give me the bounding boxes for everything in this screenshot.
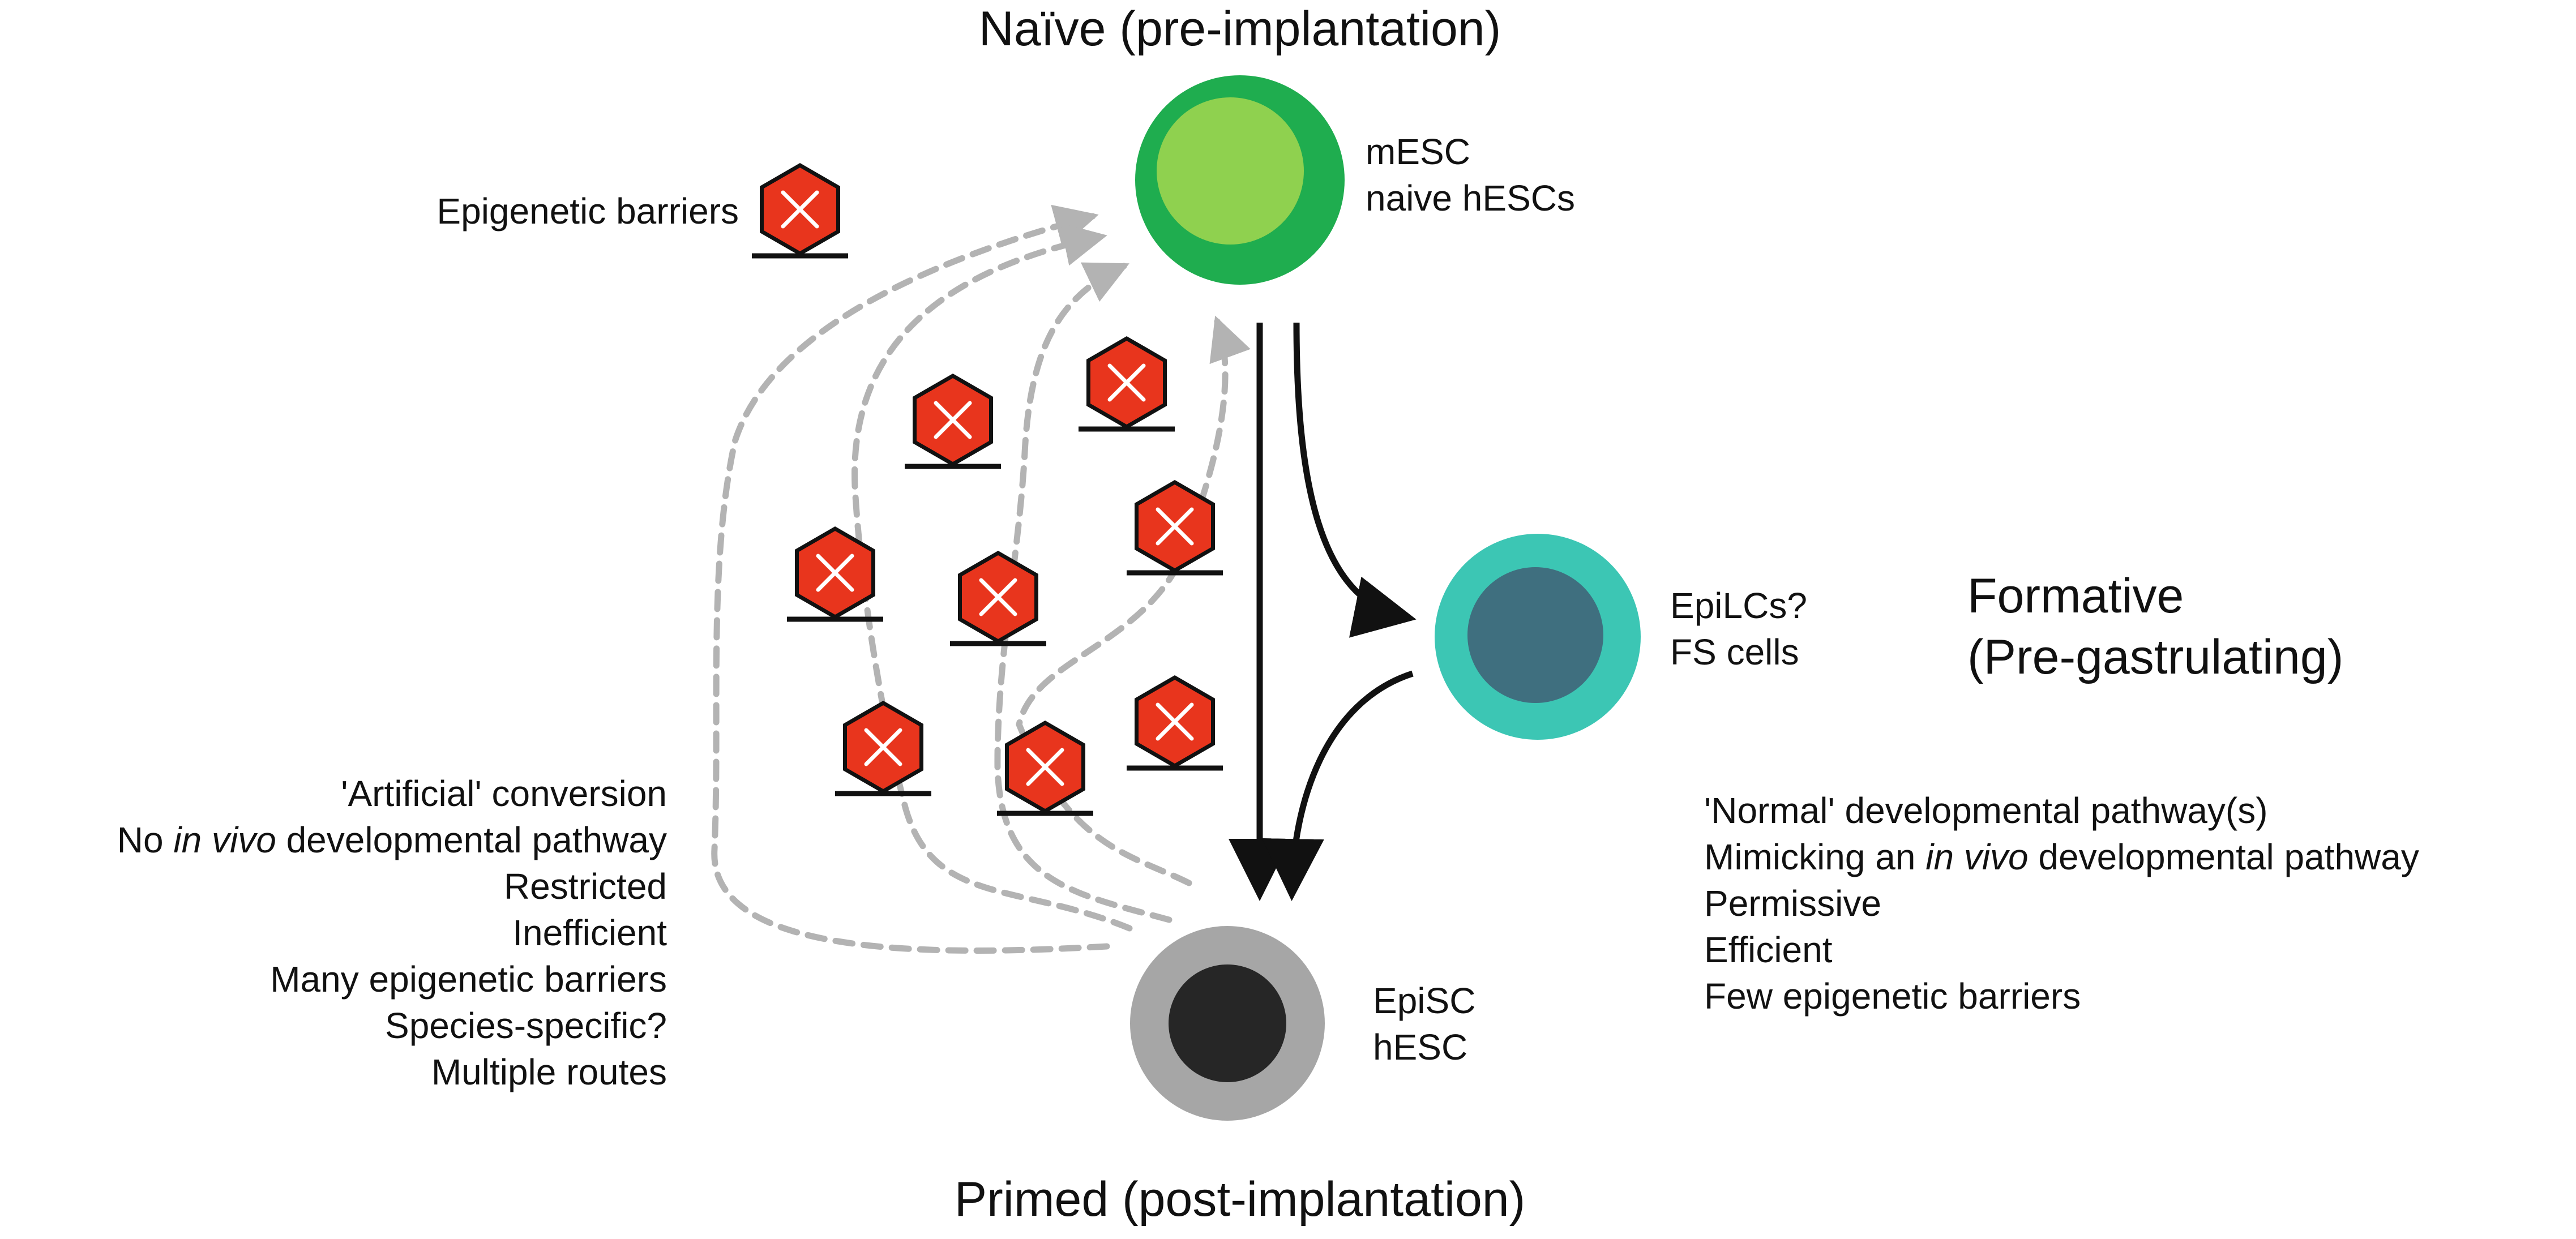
primed-title: Primed (post-implantation) [955, 1172, 1525, 1227]
normal-list-line-2-part-1: Mimicking an [1704, 837, 1925, 877]
artificial-list-line-2: No in vivo developmental pathway [117, 820, 667, 860]
artificial-list-line-3: Restricted [504, 866, 667, 907]
normal-list-line-5-part-1: Few epigenetic barriers [1704, 976, 2081, 1017]
barrier-icon-8 [997, 720, 1093, 816]
normal-list-line-4-part-1: Efficient [1704, 929, 1833, 970]
formative-cell-inner [1467, 567, 1603, 703]
barrier-cross-mark [816, 554, 854, 592]
normal-list-line-3: Permissive [1704, 883, 1881, 924]
barrier-cross-mark [1156, 507, 1194, 546]
formative-title-line1: Formative [1967, 569, 2184, 623]
normal-list-line-2: Mimicking an in vivo developmental pathw… [1704, 837, 2419, 877]
barrier-icon-4 [787, 526, 883, 622]
formative-cell [1435, 534, 1641, 740]
barrier-cross-mark [1026, 748, 1064, 786]
barrier-cross-mark [934, 401, 972, 439]
normal-list-line-5: Few epigenetic barriers [1704, 976, 2081, 1017]
artificial-list-line-4-part-1: Inefficient [512, 912, 667, 953]
dashed-route-1 [711, 204, 1110, 954]
legend-barrier-icon-shape [752, 162, 848, 259]
legend-label: Epigenetic barriers [437, 191, 739, 231]
barrier-cross-mark [864, 728, 902, 766]
artificial-list-line-2-part-1: No [117, 820, 174, 860]
normal-list-line-3-part-1: Permissive [1704, 883, 1881, 924]
artificial-list-line-3-part-1: Restricted [504, 866, 667, 907]
normal-list-line-2-part-3: developmental pathway [2029, 837, 2419, 877]
artificial-list-line-5: Many epigenetic barriers [270, 959, 667, 1000]
formative-cell-type-1: EpiLCs? [1670, 585, 1807, 626]
primed-cell-type-1: EpiSC [1373, 980, 1475, 1021]
arrow-formative-to-primed [1261, 670, 1414, 901]
artificial-list-line-7: Multiple routes [431, 1052, 667, 1092]
barrier-icon-7 [835, 700, 931, 796]
barrier-cross-mark [979, 578, 1017, 616]
naive-cell-inner [1157, 97, 1304, 245]
artificial-list-line-1: 'Artificial' conversion [341, 773, 667, 814]
naive-cell-types: mESC naive hESCs [1366, 131, 1575, 218]
artificial-list-line-6: Species-specific? [385, 1005, 667, 1046]
barrier-icon-5 [950, 550, 1046, 646]
primed-cell-type-2: hESC [1373, 1027, 1467, 1067]
artificial-list-line-2-part-3: developmental pathway [276, 820, 667, 860]
formative-title-line2: (Pre-gastrulating) [1967, 630, 2343, 684]
primed-cell-types: EpiSC hESC [1373, 980, 1486, 1067]
barrier-icon-3 [1127, 479, 1223, 576]
artificial-list-line-2-part-2: in vivo [173, 820, 276, 860]
barrier-icon-1 [1079, 336, 1175, 432]
primed-cell [1130, 926, 1325, 1121]
epigenetic-barriers [787, 336, 1223, 816]
normal-list-line-1: 'Normal' developmental pathway(s) [1704, 790, 2268, 831]
artificial-list-line-4: Inefficient [512, 912, 667, 953]
dashed-route-2 [851, 222, 1133, 932]
normal-list-line-2-part-2: in vivo [1925, 837, 2028, 877]
barrier-cross-mark [1107, 363, 1146, 402]
normal-list-line-1-part-1: 'Normal' developmental pathway(s) [1704, 790, 2268, 831]
formative-cell-type-2: FS cells [1670, 632, 1799, 672]
developmental-pathway-arrows [1229, 322, 1417, 901]
artificial-list-line-1-part-1: 'Artificial' conversion [341, 773, 667, 814]
naive-title: Naïve (pre-implantation) [979, 2, 1501, 56]
legend-barrier-icon [752, 162, 848, 259]
naive-cell-type-1: mESC [1366, 131, 1470, 172]
dashed-route-4 [1016, 315, 1251, 886]
artificial-list-line-5-part-1: Many epigenetic barriers [270, 959, 667, 1000]
normal-pathway-list: 'Normal' developmental pathway(s) Mimicki… [1704, 790, 2419, 1017]
formative-title: Formative (Pre-gastrulating) [1967, 569, 2343, 684]
artificial-list-line-6-part-1: Species-specific? [385, 1005, 667, 1046]
barrier-icon-2 [905, 373, 1001, 469]
barrier-cross-mark [781, 190, 819, 229]
primed-cell-inner [1169, 964, 1286, 1082]
normal-list-line-4: Efficient [1704, 929, 1833, 970]
formative-cell-types: EpiLCs? FS cells [1670, 585, 1817, 672]
naive-cell [1135, 75, 1345, 285]
naive-cell-type-2: naive hESCs [1366, 178, 1575, 218]
artificial-list-line-7-part-1: Multiple routes [431, 1052, 667, 1092]
arrow-naive-to-formative [1293, 322, 1417, 638]
barrier-icon-6 [1127, 675, 1223, 771]
barrier-cross-mark [1156, 702, 1194, 741]
